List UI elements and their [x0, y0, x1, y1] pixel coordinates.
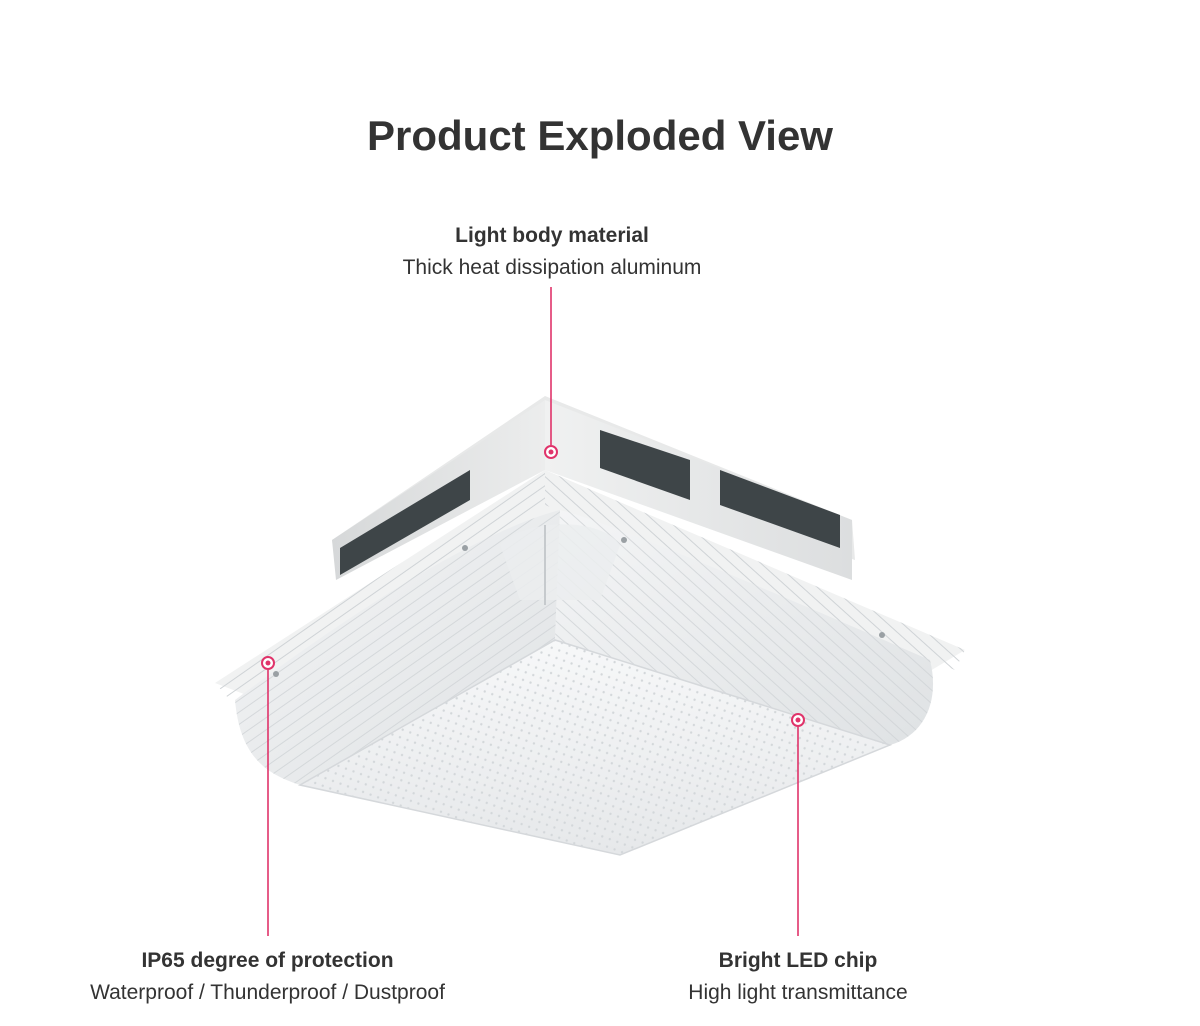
callout-text: Waterproof / Thunderproof / Dustproof: [90, 981, 445, 1004]
callout-led-chip: Bright LED chip High light transmittance: [600, 947, 996, 1007]
callout-heading: Bright LED chip: [718, 949, 878, 972]
callout-heading: IP65 degree of protection: [141, 949, 394, 972]
page-title: Product Exploded View: [367, 112, 833, 159]
leader-line-left: [261, 656, 275, 936]
callout-text: Thick heat dissipation aluminum: [402, 256, 702, 279]
callout-heading: Light body material: [455, 224, 649, 247]
lens: [235, 510, 934, 856]
leader-line-right: [791, 713, 805, 936]
callout-light-body-material: Light body material Thick heat dissipati…: [300, 222, 804, 282]
callout-ip65-protection: IP65 degree of protection Waterproof / T…: [20, 947, 515, 1007]
leader-line-top: [544, 287, 558, 459]
callout-text: High light transmittance: [688, 981, 908, 1004]
